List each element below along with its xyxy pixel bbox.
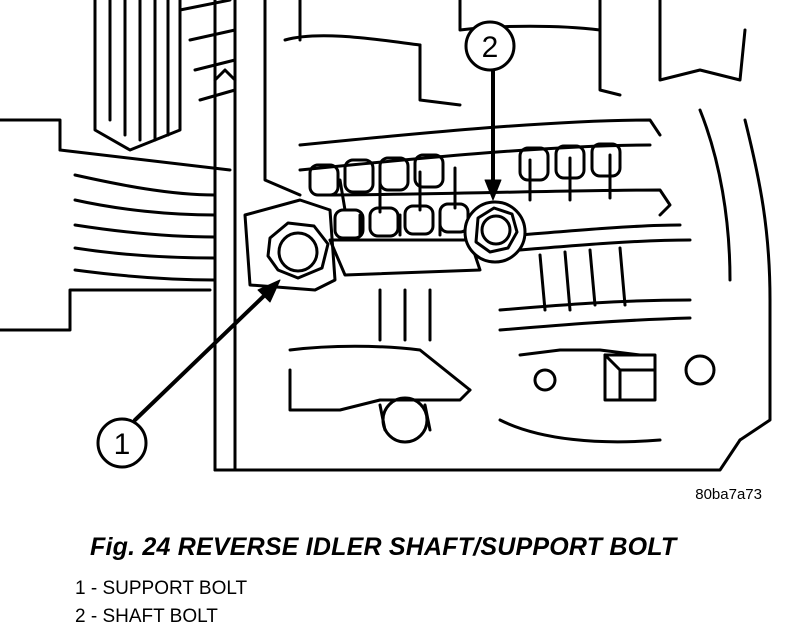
support-plate xyxy=(243,198,482,292)
transmission-case xyxy=(248,0,772,472)
legend-item: 2 - SHAFT BOLT xyxy=(75,606,218,627)
legend-item: 1 - SUPPORT BOLT xyxy=(75,578,248,599)
gear-housing-left xyxy=(0,0,237,332)
transmission-illustration: 1 2 xyxy=(0,0,772,472)
leader-arrow-2 xyxy=(484,66,502,201)
case-web xyxy=(213,0,252,472)
shaft-bolt xyxy=(463,200,527,264)
figure-caption: Fig. 24 REVERSE IDLER SHAFT/SUPPORT BOLT xyxy=(90,533,677,561)
callout-1: 1 xyxy=(96,417,148,469)
image-code: 80ba7a73 xyxy=(695,486,762,503)
lower-housing xyxy=(288,344,716,444)
case-ribs xyxy=(298,118,692,342)
callout-1-number: 1 xyxy=(114,428,131,461)
case-pockets xyxy=(308,142,622,240)
legend: 1 - SUPPORT BOLT 2 - SHAFT BOLT xyxy=(75,575,247,631)
callout-2-number: 2 xyxy=(482,31,499,64)
leader-arrow-1 xyxy=(133,279,281,422)
support-bolt xyxy=(266,221,330,280)
callout-2: 2 xyxy=(464,20,516,72)
